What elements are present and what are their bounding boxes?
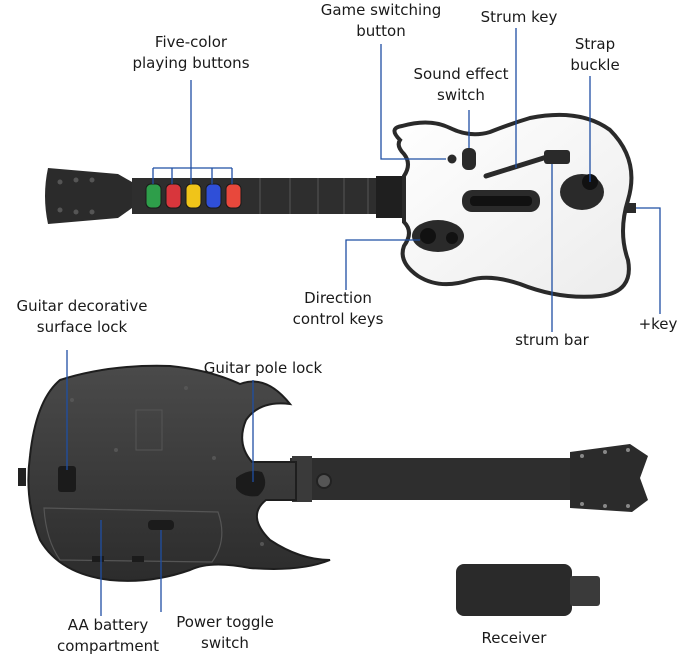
orange-fret-button[interactable] [225, 183, 242, 209]
label-strum-bar-line1: strum bar [515, 331, 589, 349]
label-guitar-pole-lock: Guitar pole lock [204, 358, 322, 379]
back-headstock-dots [580, 448, 630, 508]
red-fret-button[interactable] [165, 183, 182, 209]
label-strap-buckle-line2: buckle [570, 56, 620, 74]
receiver-dongle [456, 564, 600, 616]
label-strum-key: Strum key [481, 7, 558, 28]
direction-control-keys[interactable] [412, 220, 464, 252]
direction-key-right[interactable] [446, 232, 458, 244]
yellow-fret-button[interactable] [185, 183, 202, 209]
back-screws [70, 386, 264, 546]
back-headstock [570, 444, 648, 512]
label-plus-key-line1: +key [638, 315, 678, 333]
fret-buttons [145, 183, 242, 209]
green-fret-button[interactable] [145, 183, 162, 209]
callout-plus-key [636, 207, 661, 314]
label-sound-effect-line2: switch [437, 86, 485, 104]
back-guitar [18, 364, 648, 582]
blue-fret-button[interactable] [205, 183, 222, 209]
label-game-switching-line2: button [356, 22, 406, 40]
label-direction-control-keys: Direction control keys [293, 288, 384, 330]
front-guitar [45, 112, 636, 299]
label-decorative-surface-lock: Guitar decorative surface lock [17, 296, 148, 338]
label-power-toggle-switch: Power toggle switch [176, 612, 274, 654]
direction-key-left[interactable] [420, 228, 436, 244]
fret-lines [259, 178, 369, 214]
strum-bar-grip [470, 196, 532, 206]
label-power-toggle-line2: switch [201, 634, 249, 652]
label-direction-line2: control keys [292, 310, 384, 328]
label-battery-line1: AA battery [67, 616, 149, 634]
label-decorative-lock-line1: Guitar decorative [16, 297, 148, 315]
back-neck [290, 458, 580, 500]
receiver-usb-plug [570, 576, 600, 606]
battery-latch-2 [132, 556, 144, 562]
battery-compartment-cover[interactable] [43, 507, 223, 563]
receiver-body [456, 564, 572, 616]
label-strap-buckle: Strap buckle [570, 34, 619, 76]
label-game-switching-line1: Game switching [320, 1, 442, 19]
neck-bolt [316, 473, 332, 489]
label-five-color-line1: Five-color [154, 33, 228, 51]
strum-key[interactable] [544, 150, 570, 164]
label-battery-line2: compartment [56, 637, 160, 655]
label-five-color-buttons: Five-color playing buttons [132, 32, 249, 74]
front-headstock [45, 168, 136, 224]
label-game-switching-button: Game switching button [321, 0, 442, 42]
label-strum-bar: strum bar [515, 330, 589, 351]
label-strap-buckle-line1: Strap [574, 35, 616, 53]
callout-lines [66, 28, 661, 616]
label-power-toggle-line1: Power toggle [176, 613, 274, 631]
label-aa-battery-compartment: AA battery compartment [57, 615, 159, 657]
label-strum-key-line1: Strum key [480, 8, 558, 26]
headstock-tuning-dots [57, 177, 95, 215]
front-neck-joint [376, 176, 406, 218]
game-switching-button[interactable] [447, 154, 457, 164]
plus-key[interactable] [626, 203, 636, 213]
sound-effect-switch[interactable] [462, 148, 476, 170]
side-strap-pin [18, 468, 26, 486]
label-sound-effect-line1: Sound effect [413, 65, 509, 83]
label-receiver-line1: Receiver [481, 629, 547, 647]
label-pole-lock-line1: Guitar pole lock [203, 359, 323, 377]
back-body [27, 364, 331, 582]
back-inner-panel [135, 409, 163, 451]
power-toggle-switch[interactable] [148, 520, 174, 530]
label-receiver: Receiver [482, 628, 547, 649]
battery-latch [92, 556, 104, 562]
callout-direction [345, 239, 420, 290]
whammy-bar[interactable] [483, 153, 553, 179]
label-five-color-line2: playing buttons [132, 54, 250, 72]
decorative-surface-lock[interactable] [58, 466, 76, 492]
label-sound-effect-switch: Sound effect switch [414, 64, 509, 106]
callout-game-switching [380, 44, 446, 160]
label-plus-key: +key [639, 314, 678, 335]
label-decorative-lock-line2: surface lock [36, 318, 128, 336]
guitar-pole-lock[interactable] [236, 470, 266, 497]
label-direction-line1: Direction [304, 289, 372, 307]
